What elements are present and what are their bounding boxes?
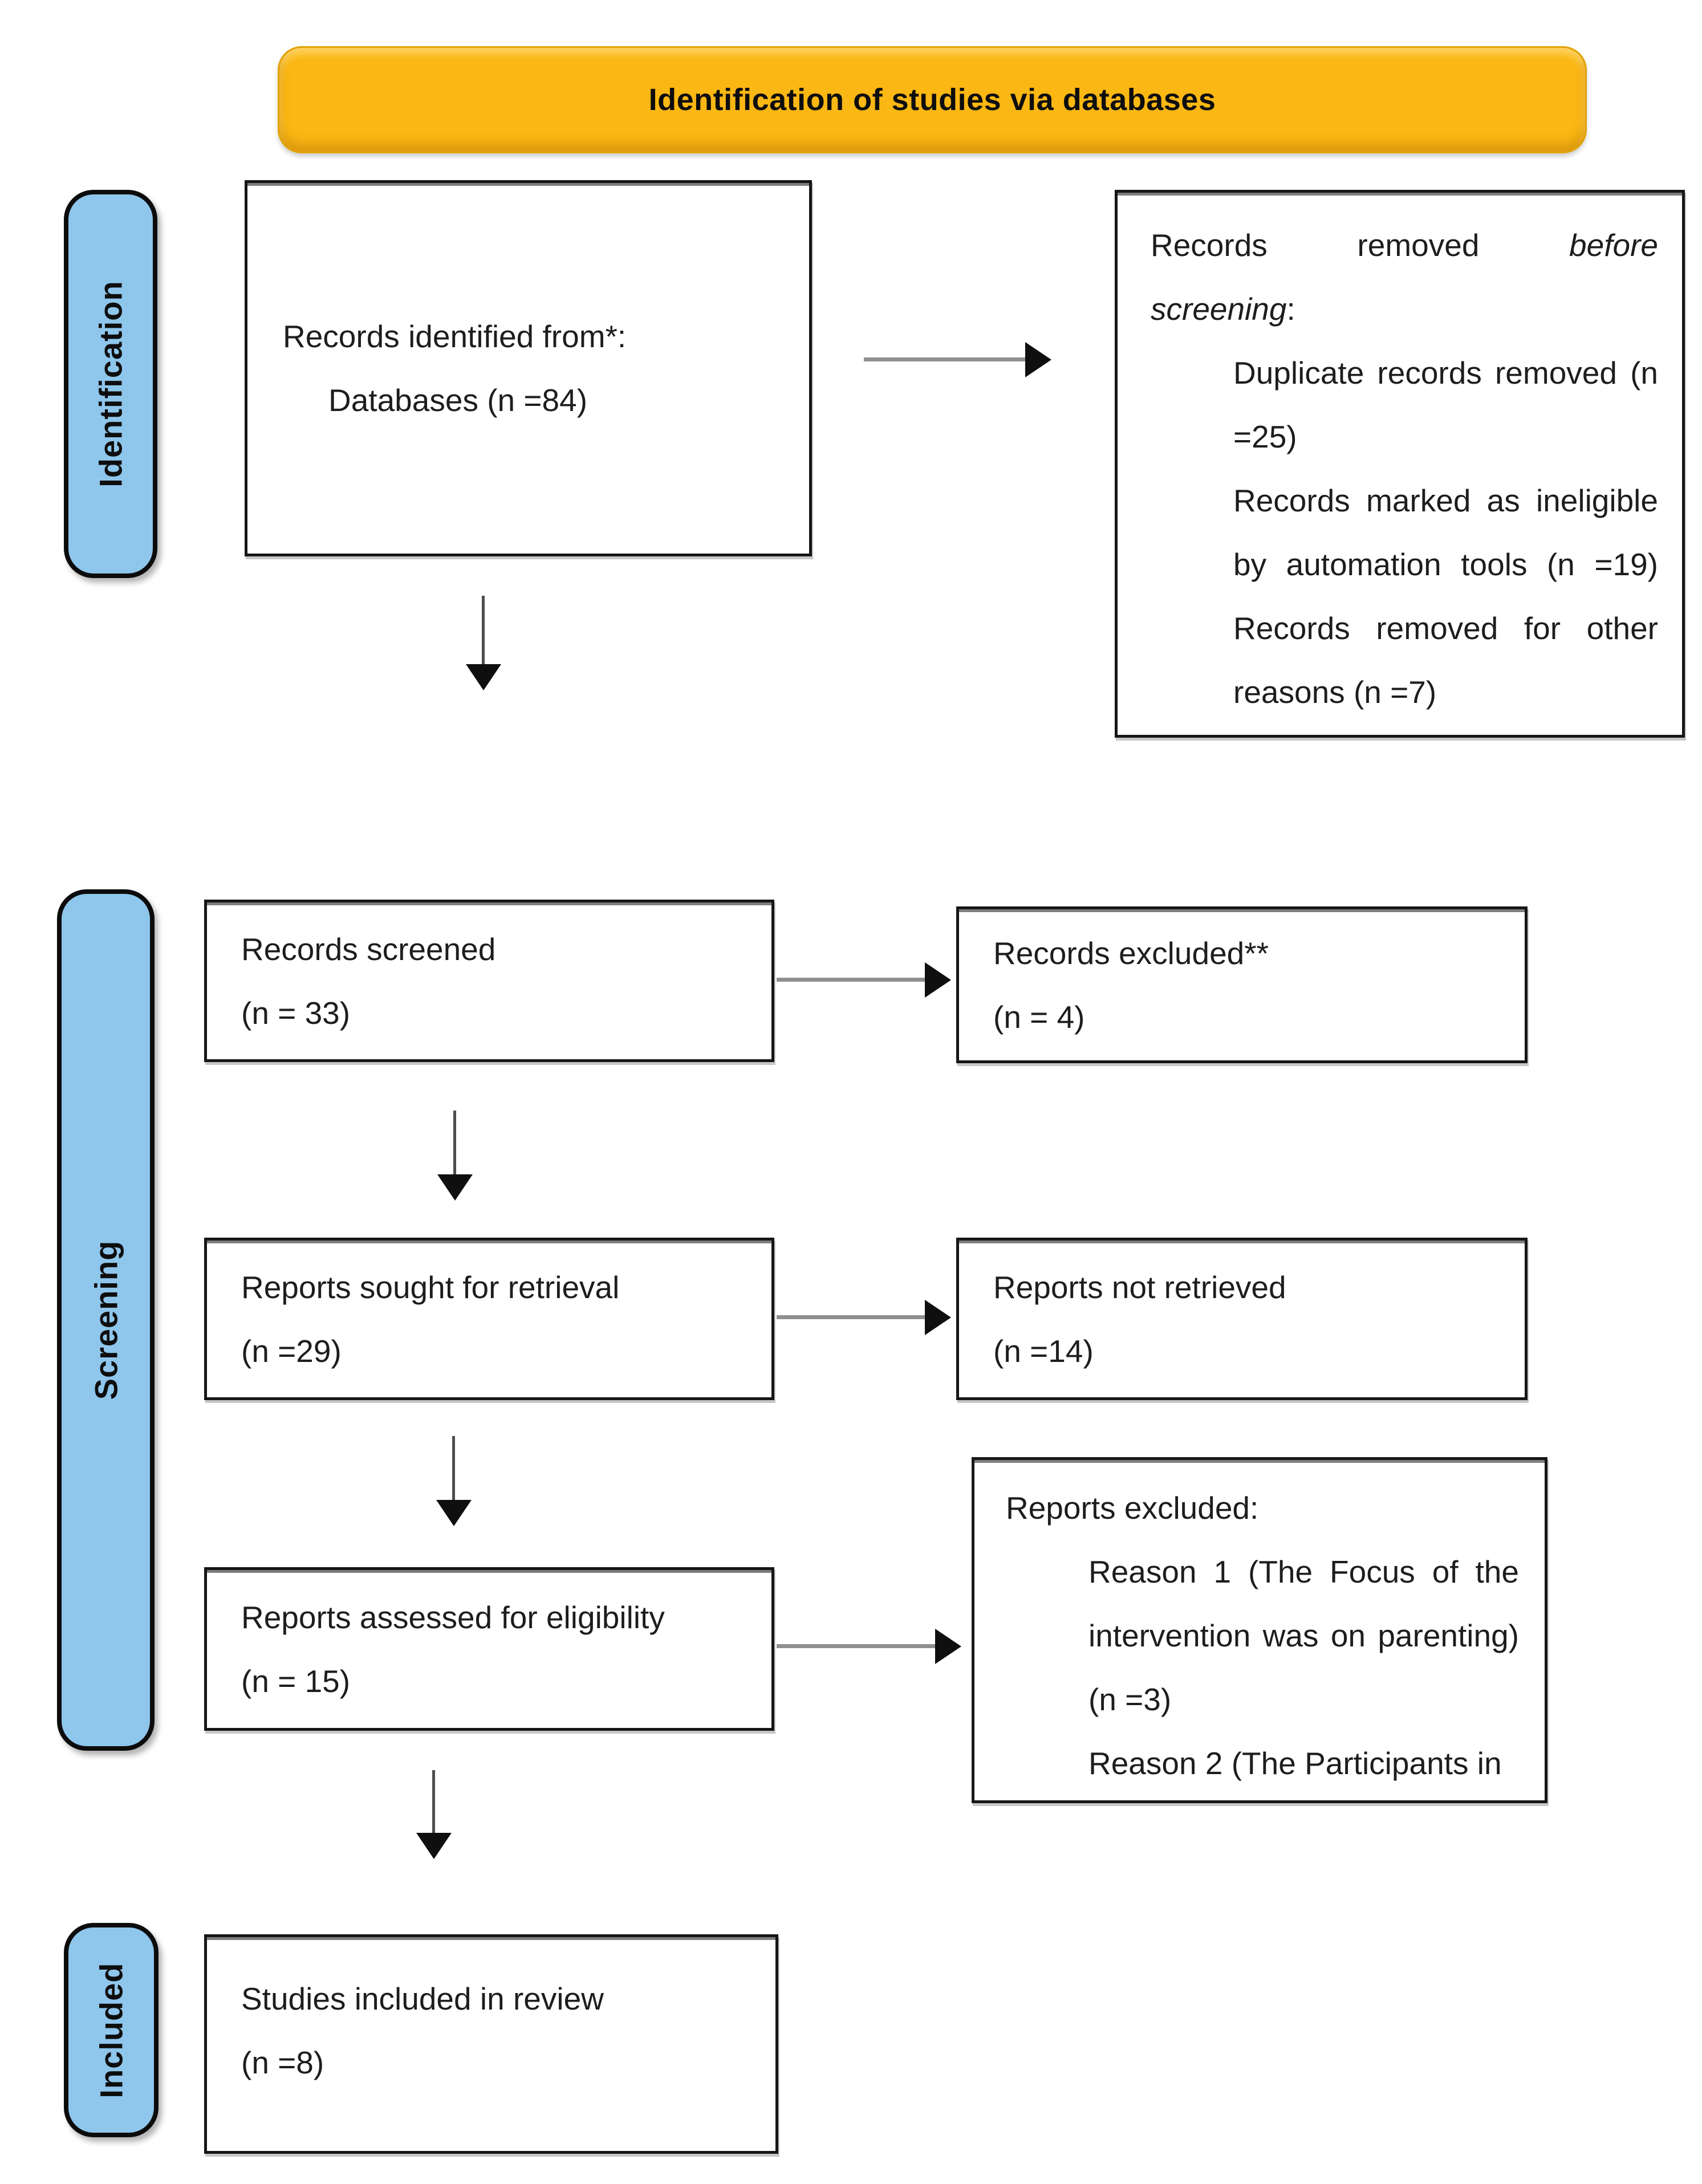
reports-sought-line2: (n =29)	[241, 1333, 342, 1369]
duplicate-records-removed-line1: Duplicate records removed (n	[1233, 355, 1658, 391]
box-records-identified: Records identified from*: Databases (n =…	[245, 180, 812, 556]
records-removed-line2: screening:	[1151, 277, 1658, 341]
reports-assessed-line2: (n = 15)	[241, 1663, 351, 1699]
records-removed-line1: Records removed before	[1151, 213, 1658, 277]
stage-pill-included: Included	[64, 1923, 159, 2137]
records-ineligible-line1: Records marked as ineligible	[1233, 483, 1658, 518]
reports-excluded-reason1-count: (n =3)	[1088, 1682, 1172, 1717]
box-records-removed-before-screening: Records removed before screening: Duplic…	[1115, 190, 1685, 738]
box-reports-excluded: Reports excluded: Reason 1 (The Focus of…	[972, 1457, 1547, 1803]
reports-excluded-reason2-line1: Reason 2 (The Participants in	[1088, 1746, 1502, 1781]
stage-pill-identification: Identification	[64, 190, 157, 578]
banner-identification-via-databases: Identification of studies via databases	[278, 46, 1587, 153]
stage-label-included: Included	[93, 1962, 129, 2098]
stage-label-identification: Identification	[92, 280, 129, 487]
reports-assessed-line1: Reports assessed for eligibility	[241, 1599, 665, 1635]
box-records-screened: Records screened (n = 33)	[204, 900, 774, 1062]
box-reports-sought: Reports sought for retrieval (n =29)	[204, 1238, 774, 1400]
box-studies-included: Studies included in review (n =8)	[204, 1934, 778, 2154]
records-removed-line2-italic: screening	[1151, 291, 1287, 327]
reports-sought-line1: Reports sought for retrieval	[241, 1269, 620, 1305]
reports-not-retrieved-line1: Reports not retrieved	[993, 1269, 1286, 1305]
studies-included-line1: Studies included in review	[241, 1981, 604, 2016]
records-removed-line1-regular: Records removed	[1151, 227, 1480, 263]
banner-title: Identification of studies via databases	[648, 83, 1216, 117]
records-removed-line1-italic: before	[1569, 227, 1658, 263]
records-excluded-line1: Records excluded**	[993, 935, 1269, 971]
records-other-reasons-line2: reasons (n =7)	[1233, 674, 1437, 710]
reports-excluded-reason1-line1: Reason 1 (The Focus of the	[1088, 1554, 1519, 1589]
records-screened-line1: Records screened	[241, 931, 496, 967]
reports-excluded-reason1-line2: intervention was on parenting)	[1088, 1618, 1519, 1653]
reports-not-retrieved-line2: (n =14)	[993, 1333, 1094, 1369]
box-reports-assessed: Reports assessed for eligibility (n = 15…	[204, 1567, 774, 1731]
records-identified-line2: Databases (n =84)	[328, 383, 588, 418]
stage-pill-screening: Screening	[57, 889, 155, 1751]
records-identified-line1: Records identified from*:	[283, 319, 627, 354]
duplicate-records-removed-line2: =25)	[1233, 419, 1297, 454]
records-removed-line2-colon: :	[1286, 291, 1295, 327]
records-ineligible-line2: by automation tools (n =19)	[1233, 547, 1658, 582]
box-reports-not-retrieved: Reports not retrieved (n =14)	[956, 1238, 1528, 1400]
reports-excluded-title: Reports excluded:	[1006, 1490, 1259, 1526]
records-screened-line2: (n = 33)	[241, 995, 351, 1031]
studies-included-line2: (n =8)	[241, 2045, 324, 2080]
records-other-reasons-line1: Records removed for other	[1233, 611, 1658, 646]
box-records-excluded: Records excluded** (n = 4)	[956, 906, 1528, 1063]
stage-label-screening: Screening	[88, 1240, 124, 1400]
records-excluded-line2: (n = 4)	[993, 999, 1085, 1035]
